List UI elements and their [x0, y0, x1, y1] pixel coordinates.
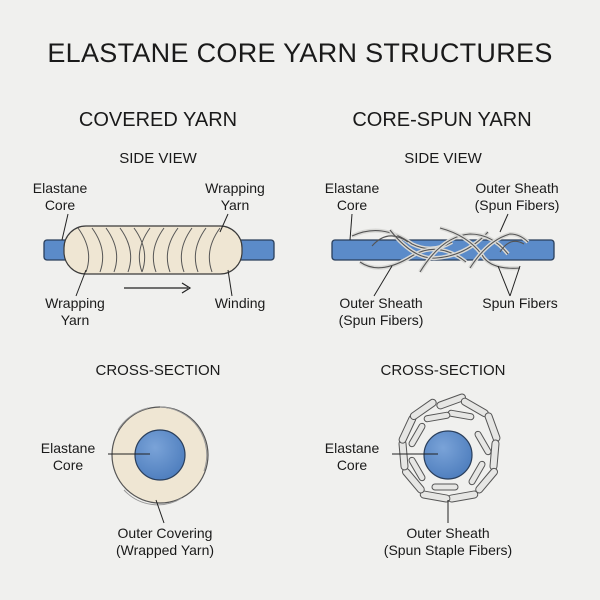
corespun-core-leader — [349, 213, 353, 241]
covered-core-label: Elastane Core — [32, 180, 88, 213]
covered-core-leader — [61, 213, 69, 241]
spun-fibers-label: Spun Fibers — [482, 295, 558, 311]
corespun-cross-section-heading: CROSS-SECTION — [380, 362, 506, 379]
covered-cross-section — [108, 406, 209, 524]
corespun-cross-section — [392, 393, 501, 523]
corespun-cs-core-label: Elastane Core — [324, 440, 380, 473]
sheath-leader-top — [499, 213, 509, 233]
core-spun-yarn-heading: CORE-SPUN YARN — [352, 109, 532, 131]
staple-fiber-ring — [398, 393, 501, 503]
wrapping-yarn-helix — [77, 227, 221, 273]
spun-fibers-leader-a — [497, 265, 511, 297]
wrapping-leader-top — [219, 213, 229, 233]
covered-cross-section-heading: CROSS-SECTION — [95, 362, 221, 379]
covered-cs-core-label: Elastane Core — [40, 440, 96, 473]
corespun-yarn-side-view — [331, 213, 555, 297]
corespun-sheath-label-bottom: Outer Sheath (Spun Fibers) — [338, 295, 424, 328]
covered-side-view-heading: SIDE VIEW — [119, 150, 197, 167]
outer-covering-label: Outer Covering (Wrapped Yarn) — [115, 525, 215, 558]
covered-wrapping-yarn-label-bottom: Wrapping Yarn — [45, 295, 105, 328]
covered-yarn-side-view — [43, 213, 275, 297]
corespun-core-label: Elastane Core — [324, 180, 380, 213]
covered-wrapping-yarn-label-top: Wrapping Yarn — [205, 180, 265, 213]
covered-cs-core — [134, 429, 186, 481]
spun-fibers-leader-b — [509, 265, 521, 297]
outer-covering-leader — [155, 499, 165, 524]
winding-label: Winding — [214, 295, 266, 311]
page-title: ELASTANE CORE YARN STRUCTURES — [47, 38, 553, 68]
corespun-cs-core — [423, 430, 473, 480]
wrapping-leader-bottom — [75, 269, 87, 297]
covered-yarn-heading: COVERED YARN — [78, 109, 238, 131]
spun-fiber-sheath — [351, 226, 530, 274]
corespun-sheath-label-top: Outer Sheath (Spun Fibers) — [474, 180, 560, 213]
winding-leader — [227, 269, 233, 297]
outer-sheath-cs-label: Outer Sheath (Spun Staple Fibers) — [383, 525, 513, 558]
corespun-side-view-heading: SIDE VIEW — [404, 150, 482, 167]
wrapping-yarn-coils — [63, 225, 243, 275]
winding-arrow — [124, 282, 192, 294]
sheath-leader-bottom — [373, 265, 393, 297]
